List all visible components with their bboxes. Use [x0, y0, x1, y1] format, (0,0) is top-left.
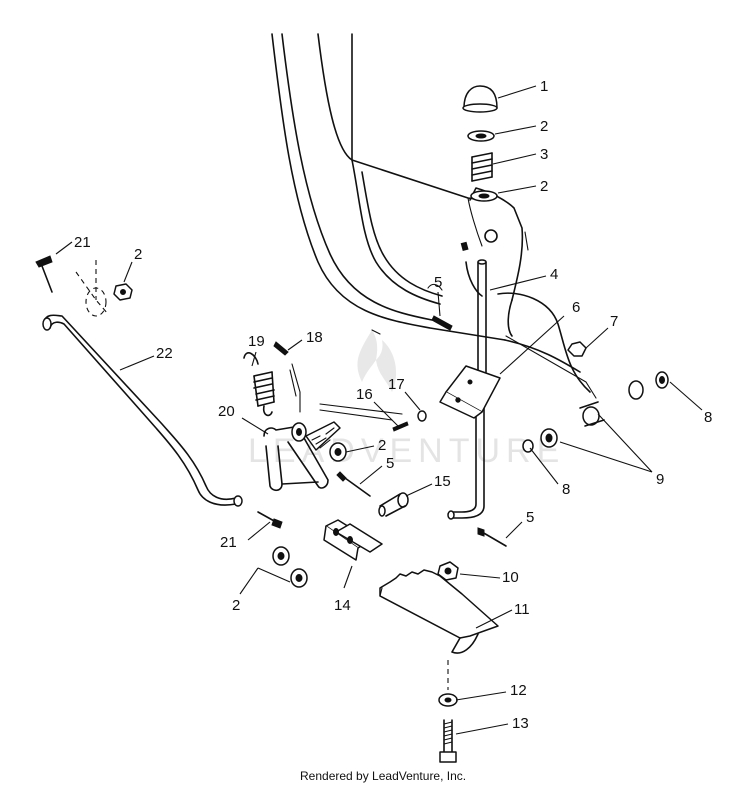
pin-18	[273, 341, 289, 356]
pin-5-right	[477, 527, 507, 547]
callout-2: 2	[540, 118, 548, 135]
pedal-bracket	[323, 519, 383, 561]
extension-spring	[243, 352, 275, 417]
link-wire	[289, 363, 403, 421]
washer-12	[438, 660, 458, 707]
clevis-pin	[378, 492, 409, 517]
washer-right	[522, 371, 669, 453]
callout-12: 12	[510, 682, 527, 699]
footer-credit: Rendered by LeadVenture, Inc.	[300, 769, 466, 783]
pivot-bracket	[439, 365, 501, 419]
callout-19: 19	[248, 333, 265, 350]
washers-lower-left	[272, 546, 308, 588]
callout-5: 5	[434, 274, 442, 291]
bolt-13	[439, 719, 457, 763]
callout-8: 8	[704, 409, 712, 426]
leader-lines	[55, 85, 703, 735]
washer-left	[113, 283, 133, 301]
callout-5: 5	[526, 509, 534, 526]
callout-13: 13	[512, 715, 529, 732]
shift-rod	[447, 259, 487, 520]
bushing-pair	[540, 401, 605, 448]
control-rod	[42, 260, 243, 507]
callout-5: 5	[386, 455, 394, 472]
callout-9: 9	[656, 471, 664, 488]
callout-21: 21	[220, 534, 237, 551]
callout-16: 16	[356, 386, 373, 403]
callout-2: 2	[378, 437, 386, 454]
callout-11: 11	[514, 601, 530, 618]
washer-top	[467, 130, 495, 142]
callout-6: 6	[572, 299, 580, 316]
callout-2: 2	[540, 178, 548, 195]
callout-14: 14	[334, 597, 351, 614]
callout-2: 2	[232, 597, 240, 614]
callout-1: 1	[540, 78, 548, 95]
cable-wire	[465, 261, 591, 393]
callout-2: 2	[134, 246, 142, 263]
callout-10: 10	[502, 569, 519, 586]
callout-17: 17	[388, 376, 405, 393]
washer-mid	[329, 442, 347, 462]
frame-panel	[271, 33, 597, 399]
foot-pedal	[379, 569, 499, 654]
hex-nut	[437, 561, 459, 606]
pedal-lever	[263, 421, 341, 492]
nut-7	[567, 341, 587, 357]
watermark: LEADVENTURE	[248, 330, 559, 470]
callout-4: 4	[550, 266, 558, 283]
callout-22: 22	[156, 345, 173, 362]
pin-21-upper	[35, 255, 53, 293]
pin-21-lower	[257, 511, 283, 529]
callout-18: 18	[306, 329, 323, 346]
callout-8: 8	[562, 481, 570, 498]
roll-pin-upper	[431, 315, 453, 331]
callout-20: 20	[218, 403, 235, 420]
flame-logo-icon	[357, 330, 397, 392]
callout-3: 3	[540, 146, 548, 163]
callout-labels: 1 2 3 2 4 5 6 7 8 9 8 21 2 22 19 18 17 1…	[74, 78, 712, 732]
clip-16-17	[392, 410, 427, 432]
pin-5-mid	[336, 471, 371, 497]
callout-7: 7	[610, 313, 618, 330]
cap-part	[462, 85, 498, 113]
washer-lower	[470, 190, 498, 202]
spring-part	[471, 152, 493, 182]
callout-15: 15	[434, 473, 451, 490]
callout-21: 21	[74, 234, 91, 251]
